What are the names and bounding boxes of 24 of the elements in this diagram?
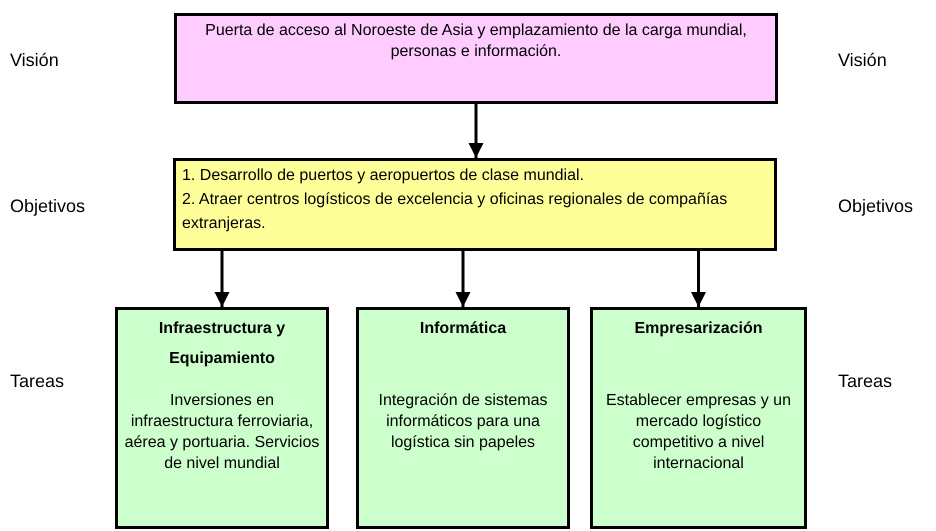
task-heading: Informática	[418, 319, 508, 339]
arrow	[456, 251, 470, 307]
vision-box	[174, 13, 778, 104]
row-label: Tareas	[10, 371, 64, 392]
row-label: Tareas	[838, 371, 892, 392]
task-box	[115, 307, 329, 529]
arrow	[691, 251, 706, 307]
task-description: Integración de sistemas informáticos para una logística sin papeles	[378, 391, 548, 453]
objectives-box	[173, 158, 777, 251]
task-box	[356, 307, 570, 529]
task-heading: Infraestructura y Equipamiento	[158, 319, 286, 369]
row-label: Visión	[10, 50, 59, 71]
row-label: Objetivos	[838, 196, 914, 217]
arrow	[214, 251, 230, 307]
vision-text: Puerta de acceso al Noroeste de Asia y emplazamiento de la carga mundial, personas e información.	[204, 21, 748, 62]
objective-text: 2. Atraer centros logísticos de excelencia y oficinas regionales de compañías extranjeras.	[182, 190, 728, 234]
task-box	[590, 307, 807, 529]
task-description: Establecer empresas y un mercado logístico competitivo a nivel internacional	[605, 391, 792, 474]
arrow	[468, 104, 484, 158]
task-description: Inversiones en infraestructura ferroviaria, aérea y portuaria. Servicios de nivel mundial	[124, 391, 320, 474]
task-heading: Empresarización	[633, 319, 764, 339]
objective-text: 1. Desarrollo de puertos y aeropuertos de clase mundial.	[182, 166, 585, 186]
row-label: Objetivos	[10, 196, 86, 217]
row-label: Visión	[838, 50, 887, 71]
